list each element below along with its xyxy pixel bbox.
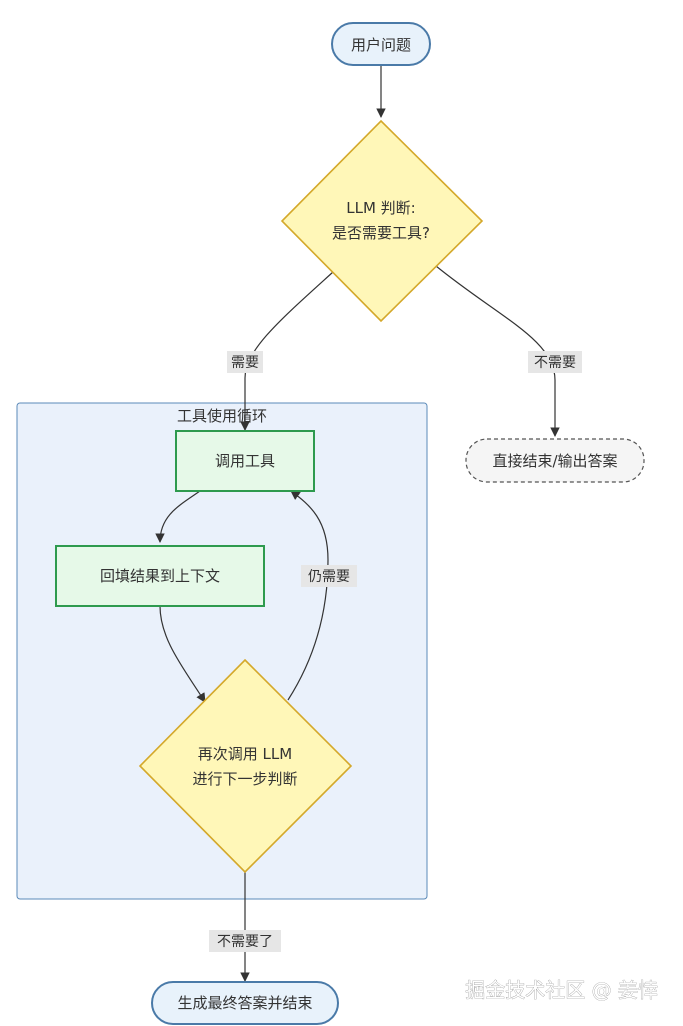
edge-label-no-longer-need-text: 不需要了 [217,934,273,950]
edge-label-no-need: 不需要 [528,351,582,373]
edge-backfill-to-recall [159,605,206,703]
node-llm-decision-line2: 是否需要工具? [332,224,430,242]
edge-label-still-need-text: 仍需要 [308,569,350,585]
node-direct-end-label: 直接结束/输出答案 [492,452,617,470]
edge-decision-to-direct-end [435,265,560,437]
node-backfill: 回填结果到上下文 [55,545,265,607]
edge-label-no-need-text: 不需要 [534,355,576,371]
edge-label-need: 需要 [227,351,263,373]
watermark: 掘金技术社区 @ 姜悻 [465,978,658,1002]
edge-label-no-longer-need: 不需要了 [209,930,281,952]
node-call-tool: 调用工具 [175,430,315,492]
node-recall-llm: 再次调用 LLM 进行下一步判断 [138,658,353,874]
node-recall-llm-line2: 进行下一步判断 [192,770,297,788]
edge-recall-to-call-tool [287,490,329,701]
node-recall-llm-line1: 再次调用 LLM [198,745,292,763]
node-final-answer: 生成最终答案并结束 [151,981,339,1025]
node-direct-end: 直接结束/输出答案 [465,438,645,483]
node-user-question-label: 用户问题 [351,36,411,54]
edge-label-still-need: 仍需要 [301,565,357,587]
edge-label-need-text: 需要 [231,355,259,371]
node-call-tool-label: 调用工具 [215,452,275,470]
cluster-title: 工具使用循环 [177,407,267,425]
node-llm-decision: LLM 判断: 是否需要工具? [280,119,484,323]
node-llm-decision-line1: LLM 判断: [346,199,415,217]
edge-call-tool-to-backfill [155,490,201,543]
edge-decision-to-call-tool [240,271,334,431]
node-backfill-label: 回填结果到上下文 [100,567,220,585]
edges [155,66,560,982]
node-user-question: 用户问题 [331,22,431,66]
node-final-answer-label: 生成最终答案并结束 [177,994,312,1012]
